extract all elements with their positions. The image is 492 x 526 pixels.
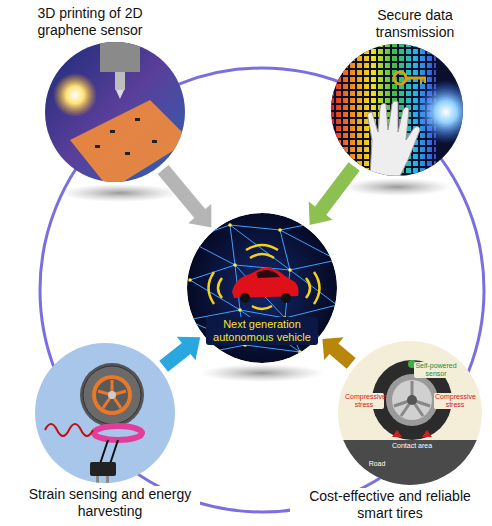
sensor-pad — [135, 118, 140, 121]
key-shaft — [406, 77, 426, 80]
rim — [92, 375, 132, 415]
block-arrow — [159, 337, 200, 372]
harvesting-picture — [35, 343, 175, 484]
sensor-pad — [152, 140, 157, 143]
stress-arrow — [422, 430, 432, 437]
part-label: Self-powered sensor — [414, 362, 458, 378]
car-window — [256, 270, 280, 278]
image-circle: 3D printing of 2D graphene sensor — [45, 42, 185, 182]
car-wheel — [281, 293, 291, 303]
outer-ring — [40, 68, 484, 512]
plug — [90, 462, 116, 476]
sensor-pad — [95, 145, 100, 148]
plug-prong — [96, 476, 99, 484]
car-wheel — [240, 293, 250, 303]
block-arrow — [322, 337, 355, 368]
signal-waves — [209, 245, 320, 309]
key-tooth — [420, 78, 422, 84]
printer-nozzle — [115, 72, 125, 90]
smart-tire-picture — [338, 341, 482, 485]
node-heading: 3D printing of 2D graphene sensor — [15, 5, 165, 39]
hand — [368, 101, 421, 176]
hub — [108, 391, 116, 399]
light-glow — [53, 73, 97, 117]
part-label: Compressive stress — [344, 393, 384, 409]
image-circle: Next generation autonomous vehicle — [187, 213, 337, 363]
drop-shadow — [342, 178, 452, 196]
tire-tread — [83, 366, 141, 424]
road — [338, 440, 482, 485]
rim-inner — [392, 380, 432, 420]
image-circle: Strain sensing and energy harvesting — [35, 343, 175, 483]
vehicle-picture — [185, 213, 339, 363]
key-tooth — [424, 78, 426, 83]
drop-shadow — [60, 184, 180, 202]
picture-ground — [338, 341, 482, 485]
picture-ground — [187, 213, 337, 363]
drop-shadow — [200, 364, 324, 382]
part-label: Road — [364, 460, 390, 468]
mesh-nodes — [185, 223, 339, 354]
image-circle: Cost-effective and reliable smart tiresS… — [338, 341, 482, 485]
node-heading: Cost-effective and reliable smart tires — [290, 488, 490, 522]
harvester-ring — [94, 426, 142, 440]
part-label: Compressive stress — [434, 393, 476, 409]
block-arrow — [158, 165, 212, 227]
part-label: Contact area — [388, 442, 436, 450]
security-picture — [331, 44, 478, 176]
node-text: Next generation autonomous vehicle — [206, 317, 318, 345]
car-body — [232, 268, 299, 298]
tire — [80, 363, 144, 427]
plug-prong — [106, 476, 109, 484]
hub — [407, 395, 417, 405]
node-heading: Strain sensing and energy harvesting — [20, 486, 200, 520]
rim-spokes — [394, 381, 430, 416]
signal-wave — [45, 424, 93, 436]
network-mesh — [187, 220, 337, 355]
sensor-pad — [125, 152, 130, 155]
rim — [386, 374, 438, 426]
key-bow — [394, 72, 406, 84]
nozzle-tip — [116, 90, 124, 99]
picture-ground — [35, 343, 175, 483]
printer-head — [100, 42, 140, 72]
rim-inner — [96, 379, 128, 411]
stress-arrow — [392, 430, 402, 437]
light-glow — [414, 80, 478, 144]
wires — [100, 440, 118, 464]
node-heading: Secure data transmission — [350, 7, 480, 41]
block-arrow — [309, 162, 360, 225]
image-circle: Secure data transmission — [331, 44, 463, 176]
rim-spokes — [98, 380, 126, 408]
sensor-pad — [110, 130, 115, 133]
